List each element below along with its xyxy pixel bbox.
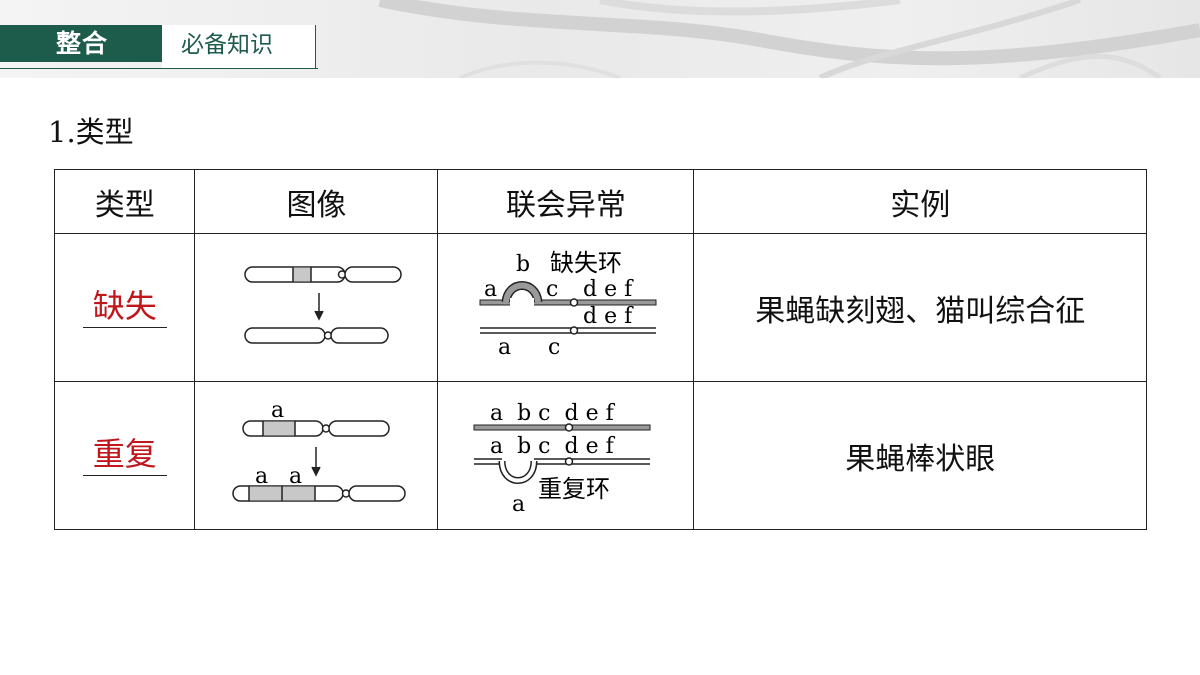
section-title: 1.类型 — [48, 115, 134, 149]
deletion-label-c-bottom: c — [548, 335, 560, 360]
type-label-duplication: 重复 — [82, 435, 167, 476]
header-synapsis: 联会异常 — [437, 169, 695, 234]
variation-types-table: 类型 图像 联会异常 实例 缺失 — [53, 169, 1147, 530]
type-label-deletion: 缺失 — [82, 287, 167, 328]
duplication-line2-labels: a b c d e f — [490, 434, 616, 459]
table-row: 重复 a a a — [53, 381, 1147, 530]
cell-type: 缺失 — [53, 233, 196, 382]
duplication-loop-diagram: a b c d e f a b c d e f a 重复环 — [473, 401, 651, 517]
tab-integrate[interactable]: 整合 — [0, 25, 162, 62]
cell-synapsis-deletion: b 缺失环 a c d e f d e f a c — [437, 233, 695, 382]
duplication-line1-labels: a b c d e f — [490, 401, 616, 426]
header-image: 图像 — [194, 169, 439, 234]
deletion-label-a-top: a — [484, 277, 497, 302]
deletion-label-c-top: c — [546, 277, 558, 302]
duplication-loop-label-a: a — [512, 492, 525, 517]
cell-image-duplication: a a a — [194, 381, 439, 530]
duplication-label-a-top: a — [271, 398, 284, 423]
duplication-label-a2: a — [289, 464, 302, 489]
cell-image-deletion — [194, 233, 439, 382]
table-header-row: 类型 图像 联会异常 实例 — [53, 169, 1147, 234]
duplication-chromosome-diagram: a a a — [232, 398, 407, 502]
header-band: 整合 必备知识 — [0, 0, 1200, 78]
deletion-label-def-mid: d e f — [583, 304, 634, 329]
deletion-chromosome-diagram — [244, 265, 403, 344]
deletion-label-a-bottom: a — [498, 335, 511, 360]
header-example: 实例 — [693, 169, 1147, 234]
deletion-loop-name: 缺失环 — [550, 249, 622, 277]
cell-example-deletion: 果蝇缺刻翅、猫叫综合征 — [693, 233, 1147, 382]
section-tab: 整合 必备知识 — [0, 25, 318, 69]
duplication-loop-name: 重复环 — [538, 475, 610, 503]
deletion-loop-diagram: b 缺失环 a c d e f d e f a c — [479, 249, 657, 360]
cell-synapsis-duplication: a b c d e f a b c d e f a 重复环 — [437, 381, 695, 530]
branch-decoration — [378, 0, 1200, 78]
cell-example-duplication: 果蝇棒状眼 — [693, 381, 1147, 530]
duplication-label-a1: a — [255, 464, 268, 489]
deletion-label-def-top: d e f — [583, 277, 634, 302]
tab-essential-knowledge[interactable]: 必备知识 — [162, 25, 316, 68]
header-type: 类型 — [53, 169, 196, 234]
table-row: 缺失 — [53, 233, 1147, 382]
cell-type: 重复 — [53, 381, 196, 530]
deletion-label-b: b — [516, 252, 530, 277]
